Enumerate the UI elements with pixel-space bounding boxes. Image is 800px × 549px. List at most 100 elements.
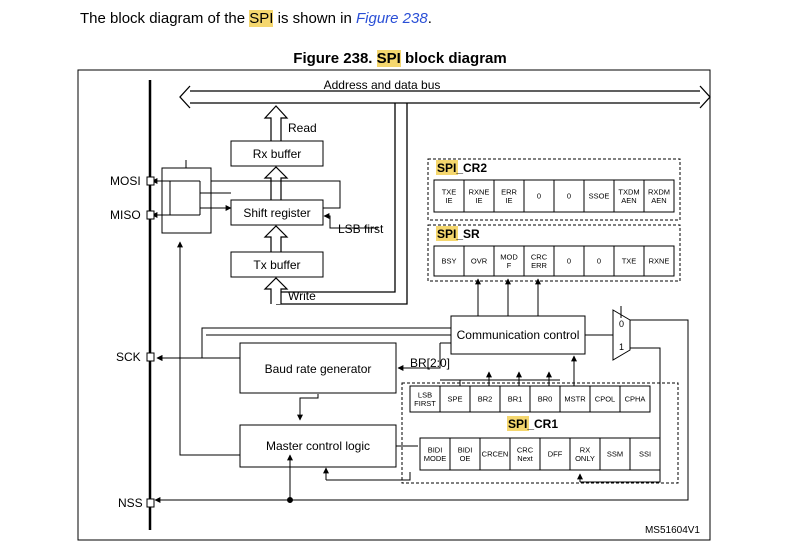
register-bit-cell: MSTR: [559, 385, 591, 413]
register-bit-label: BIDI: [428, 445, 443, 454]
shift-to-rx-arrow: [263, 166, 289, 200]
register-bit-label: SPE: [447, 395, 462, 404]
register-bit-cell: OVR: [463, 245, 495, 277]
register-bit-label: AEN: [651, 196, 666, 205]
title-rest: _SR: [455, 227, 480, 241]
figure-link[interactable]: Figure 238: [356, 10, 428, 27]
register-bit-label: ERR: [501, 187, 517, 196]
intro-sentence: The block diagram of the SPI is shown in…: [80, 10, 432, 27]
register-bit-label: OVR: [471, 257, 488, 266]
register-bit-label: SSOE: [589, 192, 610, 201]
register-bit-cell: 0: [583, 245, 615, 277]
register-bit-label: TXE: [442, 187, 457, 196]
mux-1-label: 1: [619, 342, 624, 352]
sck-label: SCK: [116, 350, 141, 364]
register-bit-label: LSB: [418, 390, 432, 399]
caption-prefix: Figure 238.: [293, 50, 377, 67]
register-bit-label: AEN: [621, 196, 636, 205]
mux-wiring: [154, 306, 689, 503]
title-highlight: [507, 416, 529, 431]
mux-0-label: 0: [619, 319, 624, 329]
cr1-to-comm-arrows: [440, 355, 577, 386]
rx-buffer: [230, 140, 324, 167]
sr-to-comm-arrows: [475, 278, 541, 316]
register-bit-label: CRC: [531, 252, 548, 261]
pin-nss: NSS: [118, 496, 155, 510]
address-data-bus: [179, 85, 711, 109]
title-hl: SPI: [508, 417, 527, 431]
register-bit-label: SSM: [607, 450, 623, 459]
register-bit-cell: CPOL: [589, 385, 621, 413]
register-bit-label: TXE: [622, 257, 637, 266]
register-title: SPI_CR1: [508, 417, 558, 431]
register-bit-label: RXNE: [649, 257, 670, 266]
register-bit-label: CPHA: [625, 395, 646, 404]
br-label: BR[2:0]: [410, 356, 450, 370]
register-bit-label: ONLY: [575, 454, 595, 463]
register-bit-label: OE: [460, 454, 471, 463]
master-control-logic: [239, 424, 397, 468]
caption-suffix: block diagram: [400, 50, 507, 67]
register-bit-cell: 0: [553, 245, 585, 277]
register-bit-label: BR2: [478, 395, 493, 404]
title-highlight: [436, 160, 458, 175]
title-hl: SPI: [437, 227, 456, 241]
register-bit-cell: SSM: [599, 437, 631, 471]
write-label: Write: [288, 289, 316, 303]
baud-rate-generator: [239, 342, 397, 394]
communication-control-label: Communication control: [457, 328, 580, 342]
cr1-group: [401, 382, 679, 484]
lsb-first-label: LSB first: [338, 222, 384, 236]
title-hl: SPI: [437, 161, 456, 175]
tx-to-shift-arrow: [263, 225, 289, 252]
register-bit-label: DFF: [548, 450, 563, 459]
register-bit-label: IE: [475, 196, 482, 205]
mux: [612, 309, 631, 361]
register-bit-cell: 0: [553, 179, 585, 213]
register-bit-cell: CPHA: [619, 385, 651, 413]
miso-label: MISO: [110, 208, 141, 222]
cr1-title: SPI_CR1: [507, 416, 558, 431]
register-bit-label: MOD: [500, 252, 518, 261]
title-rest: _CR2: [455, 161, 487, 175]
register-bit-label: 0: [597, 257, 601, 266]
register-bit-cell: BR0: [529, 385, 561, 413]
register-bit-label: RXNE: [469, 187, 490, 196]
register-bit-cell: CRCEN: [479, 437, 511, 471]
sr-title: SPI_SR: [436, 226, 480, 241]
tx-buffer: [230, 251, 324, 278]
shift-register-label: Shift register: [243, 206, 310, 220]
tx-buffer-label: Tx buffer: [253, 258, 300, 272]
register-bit-cell: 0: [523, 179, 555, 213]
master-wiring: [177, 241, 583, 503]
register-bit-cell: TXE: [613, 245, 645, 277]
pin-mosi: MOSI: [110, 174, 155, 188]
register-bit-label: BSY: [441, 257, 456, 266]
register-bit-label: RX: [580, 445, 590, 454]
register-bit-label: CRCEN: [482, 450, 509, 459]
register-bit-label: BR0: [538, 395, 553, 404]
register-bit-label: BIDI: [458, 445, 473, 454]
register-bit-label: SSI: [639, 450, 651, 459]
title-highlight: [436, 226, 458, 241]
title-rest: _CR1: [526, 417, 558, 431]
read-arrow: [263, 105, 289, 141]
register-title: SPI_CR2: [437, 161, 487, 175]
cr2-title: SPI_CR2: [436, 160, 487, 175]
intro-highlight: SPI: [249, 10, 274, 27]
register-bit-label: IE: [445, 196, 452, 205]
figure-caption: Figure 238. SPI block diagram: [0, 50, 800, 67]
mosi-label: MOSI: [110, 174, 141, 188]
intro-middle: is shown in: [273, 10, 356, 27]
